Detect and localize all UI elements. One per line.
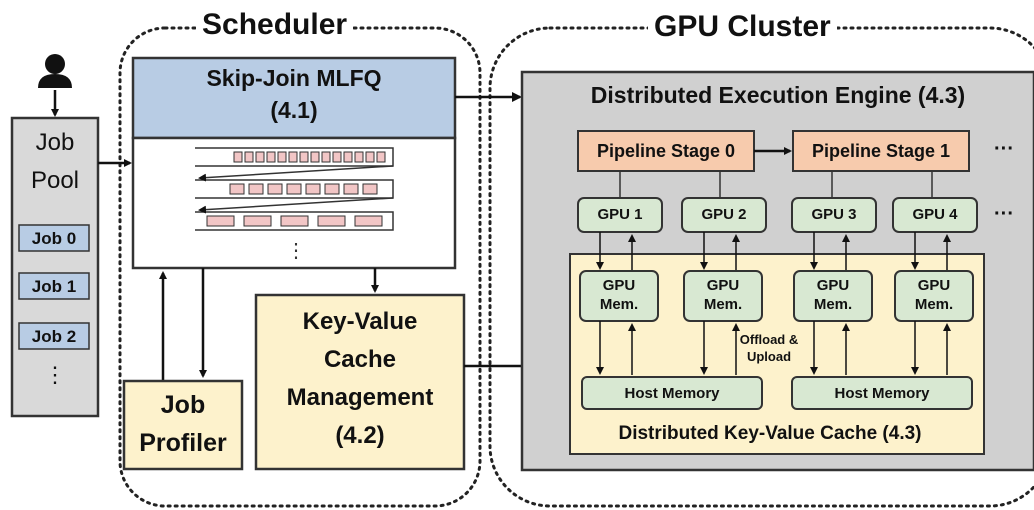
host-memory-2-label: Host Memory <box>834 385 930 402</box>
pipeline-stage-1-label: Pipeline Stage 1 <box>811 141 951 161</box>
queue-1-cell <box>305 183 321 195</box>
user-icon <box>38 54 72 88</box>
gpu-cluster-title: GPU Cluster <box>648 10 837 44</box>
queue-more-dots: ⋮ <box>286 240 306 262</box>
mlfq-title: Skip-Join MLFQ <box>206 65 382 91</box>
job-pool-box <box>10 116 100 418</box>
queue-1-cell <box>248 183 264 195</box>
queue-0-cell <box>365 151 375 163</box>
kv-cache-management-box <box>254 293 466 471</box>
gpu-2-box <box>681 197 767 233</box>
offload-upload-label: Offload & Upload <box>734 331 804 365</box>
queue-1-cell <box>362 183 378 195</box>
job-profiler-line1: Job <box>160 391 206 419</box>
offload-upload-arrows <box>596 321 951 375</box>
job-2-box <box>18 322 90 350</box>
mlfq-label: Skip-Join MLFQ (4.1) <box>133 62 455 126</box>
queue-2-cell <box>317 215 346 227</box>
mlfq-header-box <box>131 56 457 140</box>
queue-0-cell <box>332 151 342 163</box>
mlfq-ref: (4.1) <box>270 97 318 123</box>
gpu-mem-4-box <box>894 270 974 322</box>
pipeline-stage-1-box <box>792 130 970 172</box>
gpu-memory-arrows <box>596 232 951 270</box>
gpu-more: ··· <box>994 203 1014 225</box>
host-memory-1-box <box>581 376 763 410</box>
gpu-1-label: GPU 1 <box>597 206 643 223</box>
queue-1-cell <box>267 183 283 195</box>
job-1-label: Job 1 <box>31 277 77 296</box>
job-0-box <box>18 224 90 252</box>
priority-queues <box>195 147 394 231</box>
distributed-kv-cache-label: Distributed Key-Value Cache (4.3) <box>618 423 922 444</box>
queue-2-cell <box>206 215 235 227</box>
job-pool-label: Job Pool <box>12 124 98 200</box>
job-profiler-box <box>122 379 244 471</box>
queue-2-cell <box>280 215 309 227</box>
gpu-4-box <box>892 197 978 233</box>
job-pool-label-line2: Pool <box>30 167 80 194</box>
stage-more: ··· <box>994 138 1014 160</box>
offload-line1: Offload & <box>739 332 799 347</box>
gpu-4-label: GPU 4 <box>912 206 958 223</box>
job-pool-label-line1: Job <box>35 129 75 156</box>
queue-0-cell <box>277 151 287 163</box>
host-memory-1-label: Host Memory <box>624 385 720 402</box>
gpu-1-box <box>577 197 663 233</box>
gpu-3-box <box>791 197 877 233</box>
queue-1-cell <box>229 183 245 195</box>
gpu-mem-2-box <box>683 270 763 322</box>
queue-0-cell <box>343 151 353 163</box>
job-profiler-line2: Profiler <box>139 429 227 457</box>
queue-1-cell <box>324 183 340 195</box>
job-1-box <box>18 272 90 300</box>
kv-line3: Management <box>286 384 434 411</box>
host-memory-2-box <box>791 376 973 410</box>
queue-0-cell <box>233 151 243 163</box>
queue-1-cell <box>286 183 302 195</box>
pipeline-stage-0-label: Pipeline Stage 0 <box>596 141 736 161</box>
queue-0-cell <box>244 151 254 163</box>
execution-engine-label: Distributed Execution Engine (4.3) <box>590 82 966 108</box>
gpu-mem-3-box <box>793 270 873 322</box>
queue-cells <box>206 151 386 227</box>
queue-0-cell <box>255 151 265 163</box>
queue-0-cell <box>266 151 276 163</box>
stage-gpu-connectors <box>619 171 933 198</box>
kv-line1: Key-Value <box>302 308 418 335</box>
kv-line2: Cache <box>323 346 397 373</box>
gpu-mem-4-label: GPU Mem. <box>914 277 954 313</box>
gpu-mem-1-box <box>579 270 659 322</box>
job-0-label: Job 0 <box>31 229 77 248</box>
offload-line2: Upload <box>746 349 792 364</box>
kv-line4: (4.2) <box>335 422 385 449</box>
gpu-mem-1-label: GPU Mem. <box>599 277 639 313</box>
queue-0-cell <box>299 151 309 163</box>
gpu-mem-3-label: GPU Mem. <box>813 277 853 313</box>
queue-0-cell <box>321 151 331 163</box>
gpu-mem-2-label: GPU Mem. <box>703 277 743 313</box>
queue-0-cell <box>354 151 364 163</box>
job-profiler-label: Job Profiler <box>124 386 242 462</box>
queue-2-cell <box>354 215 383 227</box>
queue-0-cell <box>288 151 298 163</box>
queue-1-cell <box>343 183 359 195</box>
scheduler-title: Scheduler <box>196 8 354 42</box>
queue-0-cell <box>376 151 386 163</box>
job-pool-more: ⋮ <box>44 362 66 387</box>
pipeline-stage-0-box <box>577 130 755 172</box>
gpu-3-label: GPU 3 <box>811 206 857 223</box>
job-2-label: Job 2 <box>31 327 77 346</box>
queue-2-cell <box>243 215 272 227</box>
queue-0-cell <box>310 151 320 163</box>
gpu-2-label: GPU 2 <box>701 206 747 223</box>
kv-cache-management-label: Key-Value Cache Management (4.2) <box>256 303 464 455</box>
